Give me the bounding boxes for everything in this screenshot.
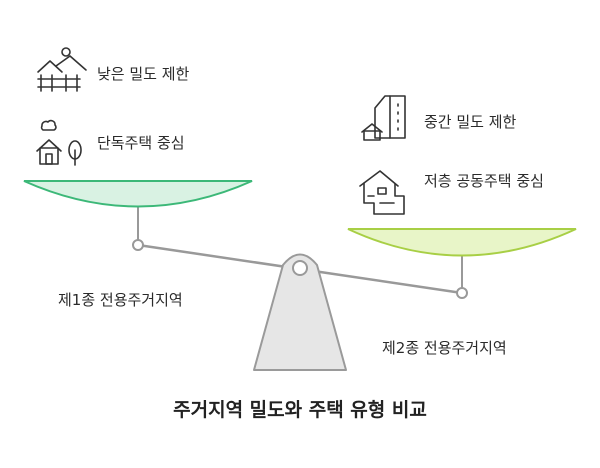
buildings-icon [361,95,406,141]
fulcrum-pivot [292,260,308,276]
house-tree-icon [36,119,82,166]
right-pivot [456,287,468,299]
left-pivot [132,239,144,251]
left-item-2-label: 단독주택 중심 [97,134,185,152]
diagram-title: 주거지역 밀도와 주택 유형 비교 [173,399,427,421]
left-pan-label: 제1종 전용주거지역 [58,291,183,309]
left-pan [23,180,253,208]
fulcrum-stand [253,253,347,371]
right-pan-label: 제2종 전용주거지역 [382,339,507,357]
right-item-2-label: 저층 공동주택 중심 [424,172,544,190]
house-fence-icon [37,47,87,92]
apartment-icon [359,170,405,215]
left-item-1-label: 낮은 밀도 제한 [97,65,190,83]
right-item-1-label: 중간 밀도 제한 [424,113,517,131]
right-pan [347,228,577,257]
